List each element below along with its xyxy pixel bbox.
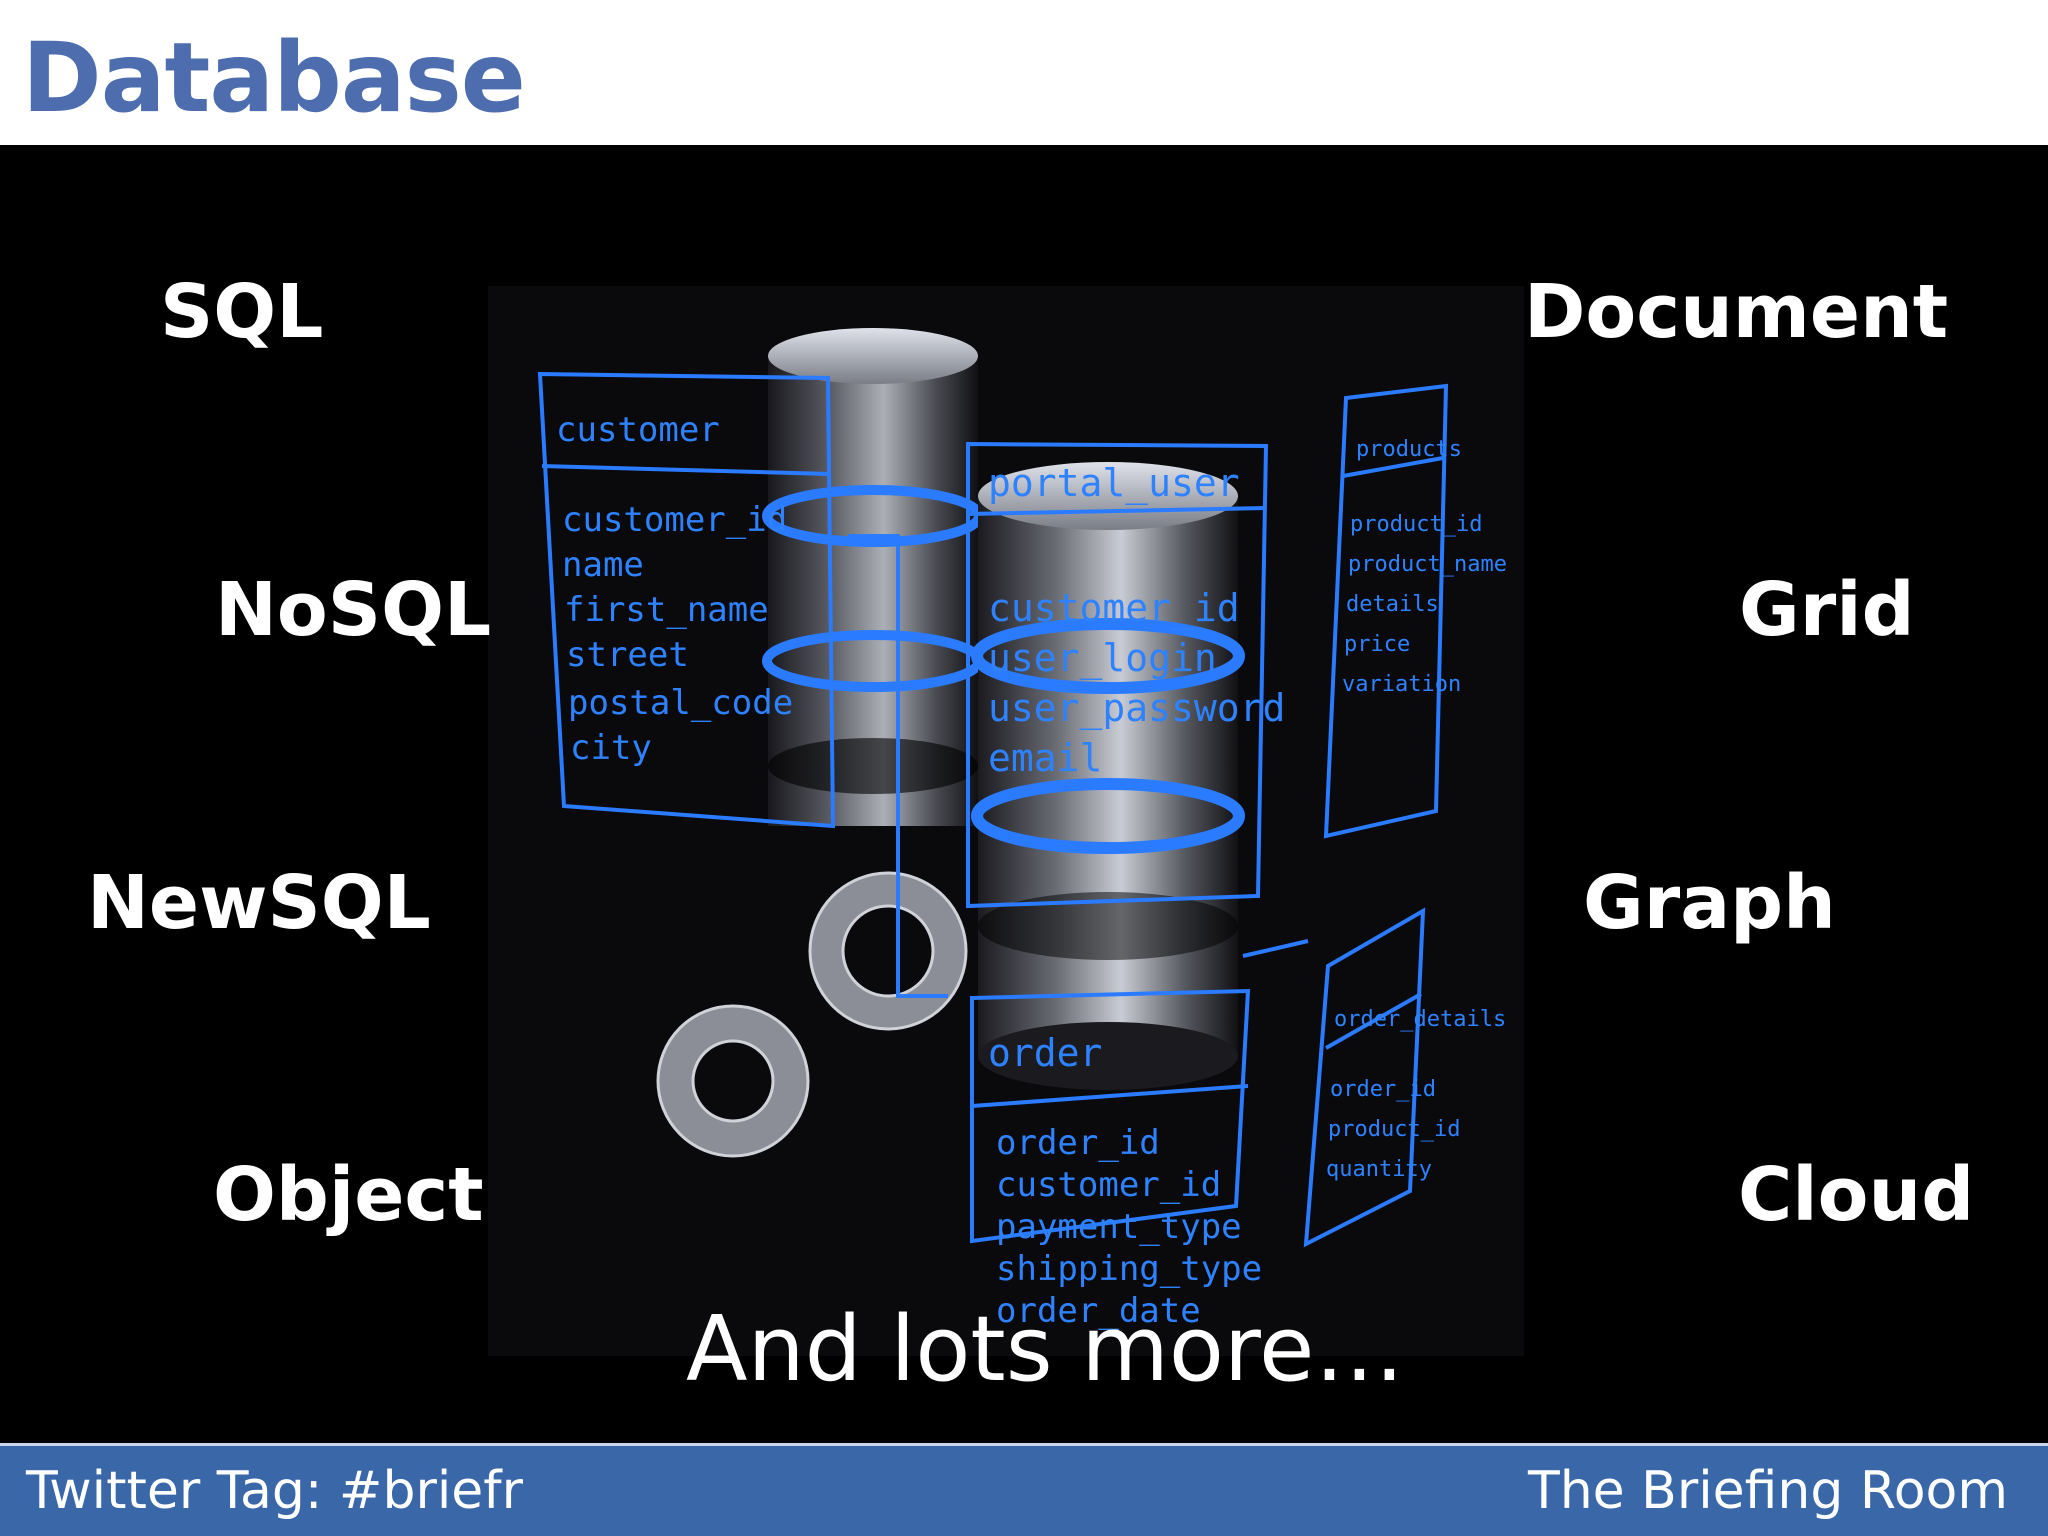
customer-field: city	[570, 728, 652, 768]
portal-user-field: email	[988, 736, 1102, 780]
order-table-header: order	[988, 1031, 1102, 1075]
order-details-field: order_id	[1330, 1077, 1436, 1102]
cylinder-back-shape	[762, 328, 984, 826]
customer-table-header: customer	[556, 410, 720, 450]
order-field: order_id	[996, 1123, 1160, 1163]
label-object: Object	[213, 1152, 484, 1238]
products-field: product_id	[1350, 512, 1482, 537]
portal-user-field: user_password	[988, 686, 1285, 731]
order-field: shipping_type	[996, 1249, 1262, 1289]
customer-field: postal_code	[568, 683, 793, 723]
database-illustration: customer customer_id name first_name str…	[488, 286, 1524, 1356]
label-grid: Grid	[1739, 567, 1915, 653]
database-illustration-svg: customer customer_id name first_name str…	[537, 328, 1507, 1331]
label-graph: Graph	[1583, 860, 1836, 946]
footer-bar: Twitter Tag: #briefr The Briefing Room	[0, 1443, 2048, 1536]
products-table-header: products	[1356, 437, 1462, 462]
products-field: product_name	[1348, 552, 1507, 577]
label-sql: SQL	[160, 269, 324, 355]
order-details-table-frame	[1303, 907, 1426, 1248]
products-field: details	[1346, 592, 1439, 617]
products-field: variation	[1342, 672, 1461, 697]
slide-body: customer customer_id name first_name str…	[0, 145, 2048, 1443]
customer-table-frame	[537, 371, 836, 829]
footer-twitter-tag: Twitter Tag: #briefr	[26, 1461, 523, 1521]
customer-field: customer_id	[562, 500, 787, 540]
label-newsql: NewSQL	[87, 860, 431, 946]
customer-field: name	[562, 545, 644, 585]
customer-field: first_name	[564, 590, 769, 630]
gear-icon	[656, 871, 968, 1158]
portal-user-field: customer_id	[988, 586, 1240, 631]
relation-lines	[848, 534, 1309, 998]
label-nosql: NoSQL	[215, 567, 492, 653]
order-field: order_date	[996, 1291, 1201, 1331]
title-bar: Database	[0, 0, 2048, 145]
slide-title: Database	[22, 22, 526, 134]
label-document: Document	[1524, 269, 1949, 355]
portal-user-table-header: portal_user	[988, 461, 1240, 506]
order-details-field: quantity	[1326, 1157, 1432, 1182]
products-field: price	[1344, 632, 1410, 657]
order-field: customer_id	[996, 1165, 1221, 1205]
order-details-table-header: order_details	[1334, 1007, 1506, 1032]
order-table-frame	[970, 988, 1251, 1244]
more-text: And lots more…	[686, 1297, 1405, 1402]
customer-field: street	[566, 635, 689, 675]
footer-brand: The Briefing Room	[1527, 1461, 2008, 1521]
portal-user-field: user_login	[988, 636, 1217, 681]
label-cloud: Cloud	[1738, 1152, 1975, 1238]
order-field: payment_type	[996, 1207, 1242, 1247]
table-text: customer customer_id name first_name str…	[556, 410, 1507, 1331]
products-table-frame	[1323, 383, 1449, 839]
cylinder-front-shape	[971, 462, 1245, 1090]
portal-user-table-frame	[966, 441, 1269, 909]
order-details-field: product_id	[1328, 1117, 1460, 1142]
